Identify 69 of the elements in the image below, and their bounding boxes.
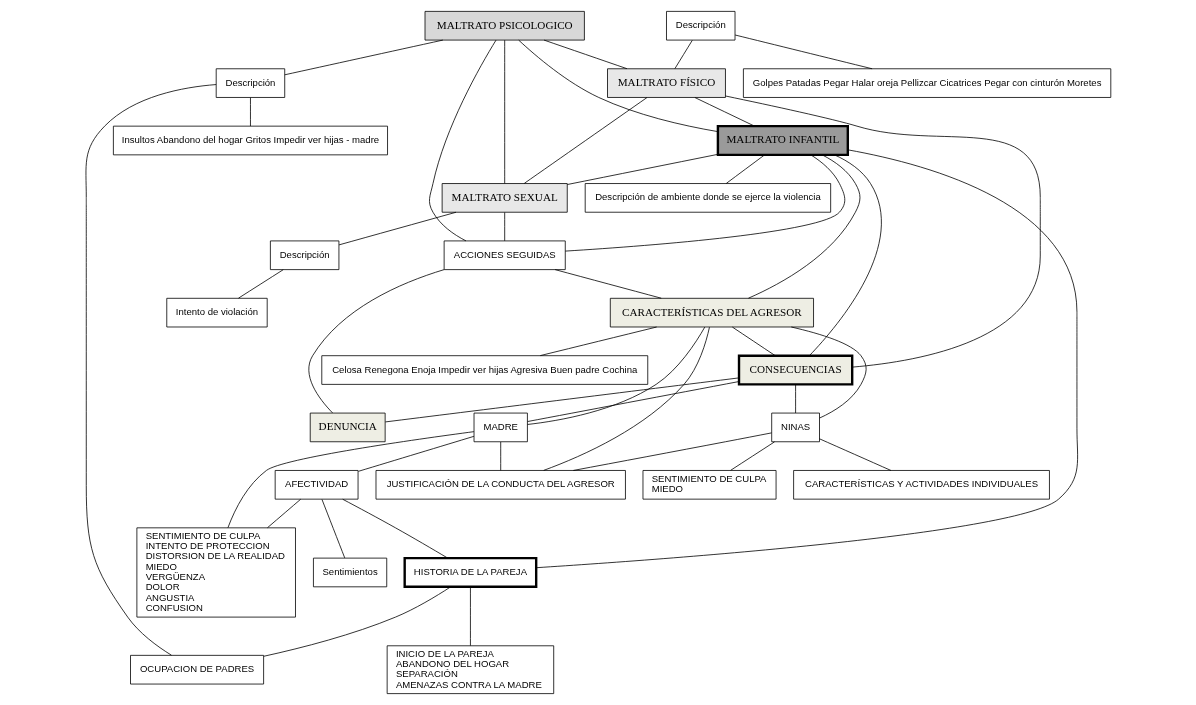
connector: [748, 154, 861, 299]
connector: [527, 381, 740, 422]
node-box: Golpes Patadas Pegar Halar oreja Pellizcar Cicatrices Pegar con cinturón Moretes: [743, 68, 1112, 98]
connector: [795, 384, 796, 414]
node-box: NINAS: [771, 412, 820, 443]
connector: [539, 326, 658, 356]
connector: [572, 432, 772, 471]
connector: [725, 95, 1041, 368]
connector: [554, 269, 662, 299]
node-box: Insultos Abandono del hogar Gritos Impedir ver hijas - madre: [112, 125, 388, 156]
connector: [500, 441, 502, 471]
connector: [504, 39, 506, 184]
connector: [470, 586, 471, 647]
connector: [267, 498, 302, 529]
node-box: MALTRATO PSICOLOGICO: [424, 11, 585, 41]
node-box: AFECTIVIDAD: [274, 470, 359, 500]
connector: [342, 498, 448, 559]
node-box: Descripción: [666, 11, 736, 41]
connector: [790, 326, 867, 419]
connector: [321, 499, 346, 559]
node-box: OCUPACION DE PADRES: [130, 654, 264, 685]
connector: [308, 269, 445, 414]
connector: [85, 84, 217, 656]
node-box: MALTRATO INFANTIL: [716, 124, 849, 157]
connector: [523, 97, 648, 184]
node-box: DENUNCIA: [309, 412, 386, 443]
node-box: Descripción: [270, 240, 340, 270]
connector: [238, 269, 284, 299]
connector: [809, 154, 882, 357]
connector: [284, 39, 444, 76]
connector: [384, 377, 740, 423]
node-box: Sentimientos: [313, 557, 388, 588]
connector: [734, 34, 873, 70]
connector: [504, 212, 506, 242]
connector: [732, 326, 776, 356]
connector: [227, 431, 475, 529]
node-box: ACCIONES SEGUIDAS: [443, 240, 566, 270]
node-box: CARACTERÍSTICAS DEL AGRESOR: [609, 297, 814, 328]
connector: [527, 326, 706, 425]
node-box: JUSTIFICACIÓN DE LA CONDUCTA DEL AGRESOR: [375, 470, 626, 500]
node-box: HISTORIA DE LA PAREJA: [403, 556, 538, 588]
connector: [819, 438, 892, 471]
connector: [674, 39, 693, 70]
connector: [543, 326, 710, 471]
connector: [694, 97, 755, 127]
connector: [518, 39, 719, 132]
connector: [338, 211, 457, 246]
node-box: Intento de violación: [166, 297, 268, 328]
connector: [535, 149, 1078, 569]
connector: [566, 154, 719, 185]
connector: [429, 39, 497, 242]
connector: [543, 39, 628, 70]
node-box: SENTIMIENTO DE CULPA MIEDO: [642, 470, 777, 500]
node-box: INICIO DE LA PAREJA ABANDONO DEL HOGAR SEPARACIÓN AMENAZAS CONTRA LA MADRE: [386, 645, 555, 694]
connector: [250, 97, 251, 127]
node-box: CONSECUENCIAS: [737, 354, 854, 386]
connector: [565, 154, 846, 252]
node-box: Celosa Renegona Enoja Impedir ver hijas Agresiva Buen padre Cochina: [321, 355, 649, 385]
node-box: Descripción: [215, 68, 286, 98]
connector: [725, 154, 765, 184]
node-box: MALTRATO FÍSICO: [607, 68, 726, 98]
node-box: MADRE: [473, 412, 528, 443]
connector: [358, 435, 475, 472]
node-box: CARACTERÍSTICAS Y ACTIVIDADES INDIVIDUALES: [793, 470, 1050, 500]
node-box: MALTRATO SEXUAL: [441, 183, 568, 213]
node-box: Descripción de ambiente donde se ejerce la violencia: [584, 183, 832, 213]
connector: [263, 586, 451, 657]
connector: [730, 441, 775, 471]
node-box: SENTIMIENTO DE CULPA INTENTO DE PROTECCION DISTORSION DE LA REALIDAD MIEDO VERGÜENZA DOLOR ANGUSTIA CONFUSION: [136, 527, 296, 618]
